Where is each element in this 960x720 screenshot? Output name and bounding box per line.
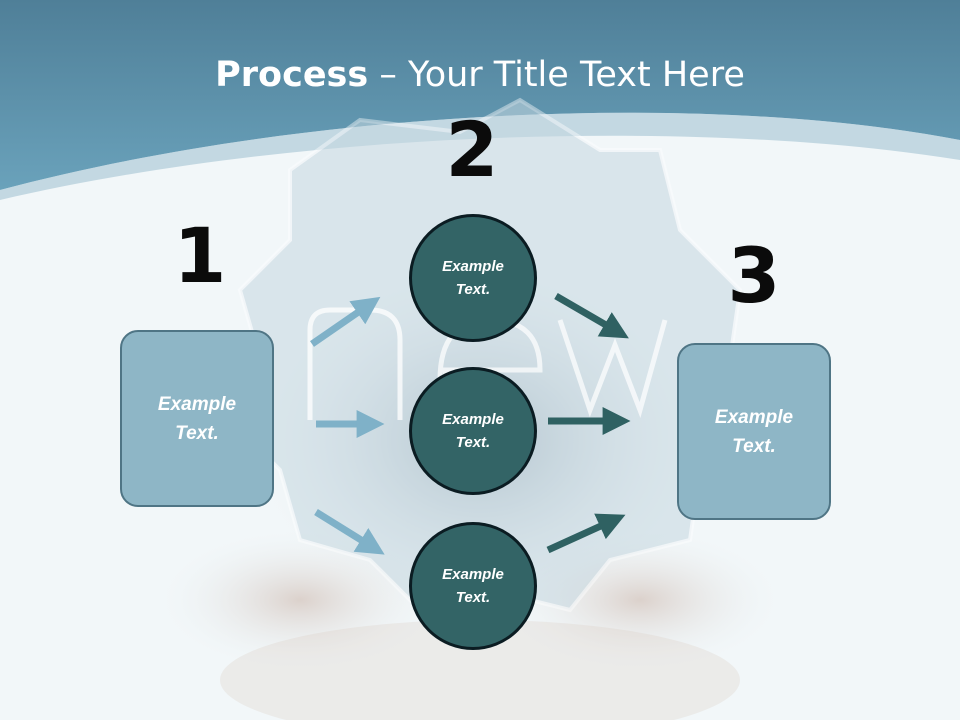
circle-bottom[interactable]: Example Text. — [409, 522, 537, 650]
title-rest: – Your Title Text Here — [368, 55, 745, 95]
circle-top-label: Example Text. — [442, 258, 504, 298]
circle-middle-label: Example Text. — [442, 411, 504, 451]
arrow-left-to-bottom — [314, 509, 385, 555]
slide-title: Process – Your Title Text Here — [0, 50, 960, 100]
left-text-box[interactable]: Example Text. — [120, 330, 274, 507]
right-text-box[interactable]: Example Text. — [677, 343, 831, 520]
right-text-box-label: Example Text. — [714, 406, 794, 457]
arrow-bottom-to-right — [546, 513, 626, 554]
arrow-top-to-right — [554, 292, 629, 339]
title-bold: Process — [215, 55, 369, 95]
circle-bottom-label: Example Text. — [442, 566, 504, 606]
circle-top[interactable]: Example Text. — [409, 214, 537, 342]
step-number-2: 2 — [445, 105, 499, 194]
circle-middle[interactable]: Example Text. — [409, 367, 537, 495]
step-number-1: 1 — [173, 211, 227, 300]
left-text-box-label: Example Text. — [157, 393, 237, 444]
step-number-3: 3 — [727, 231, 781, 320]
arrow-left-to-top — [310, 296, 381, 347]
